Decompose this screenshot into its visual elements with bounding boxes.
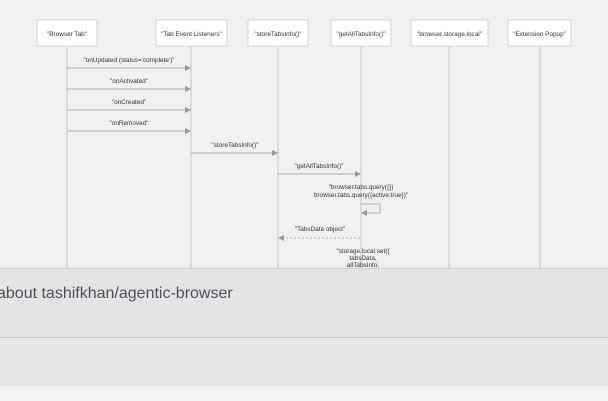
- message-store-tabs-info: "storeTabsInfo()": [191, 142, 278, 156]
- message-on-removed: "onRemoved": [67, 120, 191, 134]
- participant-browser-storage-local: "browser.storage.local": [410, 19, 489, 47]
- message-label-line-2: tabsData,: [349, 255, 377, 262]
- self-call-arrow: [361, 203, 381, 216]
- message-on-updated: "onUpdated (status='complete')": [67, 57, 191, 71]
- message-browser-tabs-query: "browser.tabs.query({}) browser.tabs.que…: [314, 184, 408, 216]
- participant-get-all-tabs-info: "getAllTabsInfo()": [330, 19, 392, 47]
- message-label-line-1: "storage.local.set({: [336, 248, 390, 255]
- participant-extension-popup: "Extension Popup": [507, 19, 572, 47]
- participant-browser-tab: "Browser Tab": [36, 19, 98, 47]
- participant-tab-event-listeners: "Tab Event Listeners": [155, 19, 228, 47]
- message-label: "onRemoved": [110, 120, 149, 127]
- message-label: "onActivated": [110, 78, 148, 85]
- participant-label: "Extension Popup": [513, 31, 566, 38]
- participant-label: "browser.storage.local": [417, 31, 482, 38]
- participant-label: "getAllTabsInfo()": [337, 31, 386, 38]
- message-on-created: "onCreated": [67, 99, 191, 113]
- overlay-input-area[interactable]: [0, 338, 608, 385]
- participant-label: "Browser Tab": [47, 31, 87, 38]
- participant-label: "Tab Event Listeners": [161, 31, 222, 38]
- overlay-divider: [0, 337, 608, 338]
- message-label-line-3: allTabsInfo,: [347, 262, 380, 269]
- participant-store-tabs-info: "storeTabsInfo()": [247, 19, 309, 47]
- message-tabs-data-object: "TabsData object": [278, 226, 360, 241]
- overlay-title: about tashifkhan/agentic-browser: [0, 285, 233, 302]
- message-label: "onCreated": [112, 99, 146, 106]
- message-label-line-1: "browser.tabs.query({}): [329, 184, 394, 191]
- message-on-activated: "onActivated": [67, 78, 191, 92]
- message-storage-local-set: "storage.local.set({ tabsData, allTabsIn…: [336, 248, 390, 269]
- participant-label: "storeTabsInfo()": [254, 31, 301, 38]
- message-get-all-tabs-info: "getAllTabsInfo()": [278, 163, 361, 177]
- message-label: "storeTabsInfo()": [211, 142, 258, 149]
- message-label: "TabsData object": [295, 226, 345, 233]
- lifelines: [66, 47, 541, 270]
- ask-overlay-panel: about tashifkhan/agentic-browser: [0, 268, 608, 389]
- bottom-strip: [0, 386, 608, 401]
- message-label-line-2: browser.tabs.query({active:true})": [314, 192, 408, 199]
- message-label: "onUpdated (status='complete')": [84, 57, 175, 64]
- message-label: "getAllTabsInfo()": [295, 163, 344, 170]
